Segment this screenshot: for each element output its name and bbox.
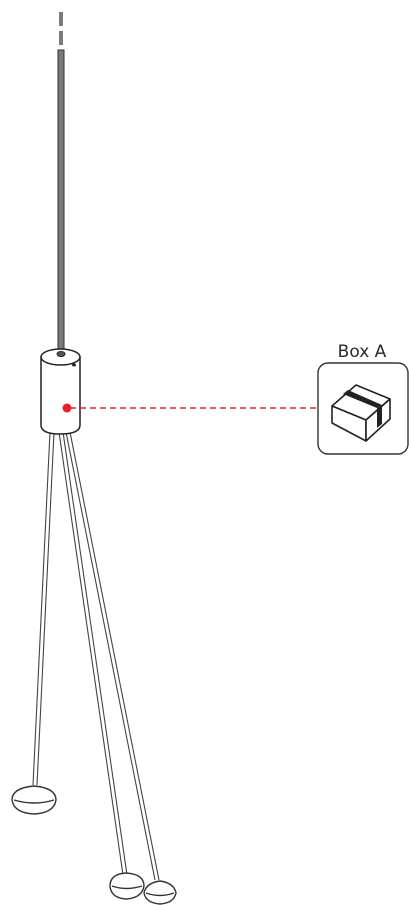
sensor-indicator-dot [62,403,72,413]
cylinder-sensor [40,348,81,435]
tripod-legs [32,431,160,881]
foot-left-icon [11,785,57,815]
mast-pole [57,12,65,351]
target-box-a[interactable]: Box A [317,342,409,455]
box-a-label: Box A [338,342,387,362]
foot-right-icon [143,880,177,905]
tripod-feet [11,785,177,905]
foot-middle-icon [109,872,145,900]
cardboard-box-icon [331,384,391,442]
